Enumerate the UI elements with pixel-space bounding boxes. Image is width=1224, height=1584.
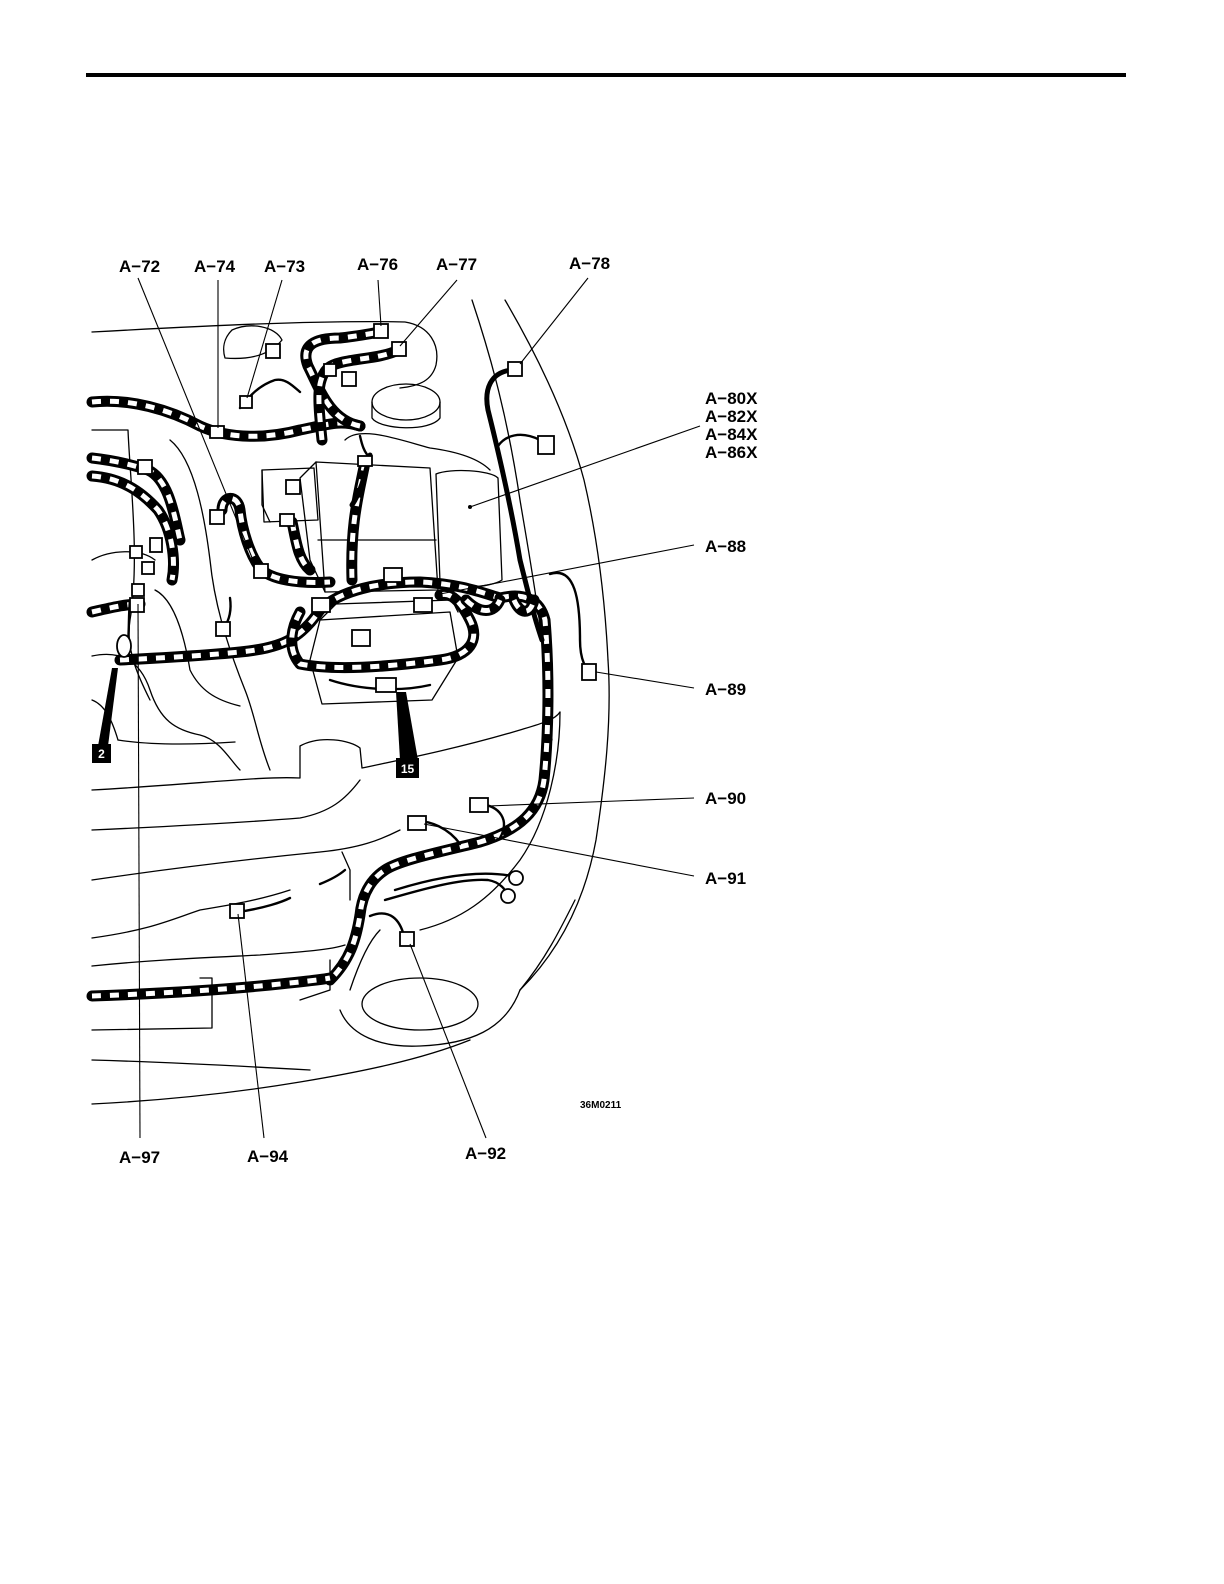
label-a86x: A−86X	[705, 443, 758, 462]
label-a90: A−90	[705, 789, 746, 808]
label-a72: A−72	[119, 257, 160, 276]
label-a73: A−73	[264, 257, 305, 276]
label-a77: A−77	[436, 255, 477, 274]
label-a80x: A−80X	[705, 389, 758, 408]
label-a89: A−89	[705, 680, 746, 699]
label-a91: A−91	[705, 869, 746, 888]
leader-lines	[138, 278, 700, 1138]
figure-code: 36M0211	[580, 1100, 622, 1111]
callout-labels: A−72 A−74 A−73 A−76 A−77 A−78 A−80X A−82…	[119, 254, 758, 1167]
wiring-harnesses	[92, 332, 548, 996]
svg-text:15: 15	[401, 762, 415, 776]
label-a97: A−97	[119, 1148, 160, 1167]
label-a76: A−76	[357, 255, 398, 274]
marker-15: 15	[396, 692, 419, 778]
label-a88: A−88	[705, 537, 746, 556]
label-a94: A−94	[247, 1147, 289, 1166]
marker-2: 2	[92, 668, 118, 763]
label-a82x: A−82X	[705, 407, 758, 426]
label-a74: A−74	[194, 257, 236, 276]
label-a92: A−92	[465, 1144, 506, 1163]
svg-text:2: 2	[98, 747, 105, 761]
label-a84x: A−84X	[705, 425, 758, 444]
label-a78: A−78	[569, 254, 610, 273]
callout-dot	[468, 505, 472, 509]
